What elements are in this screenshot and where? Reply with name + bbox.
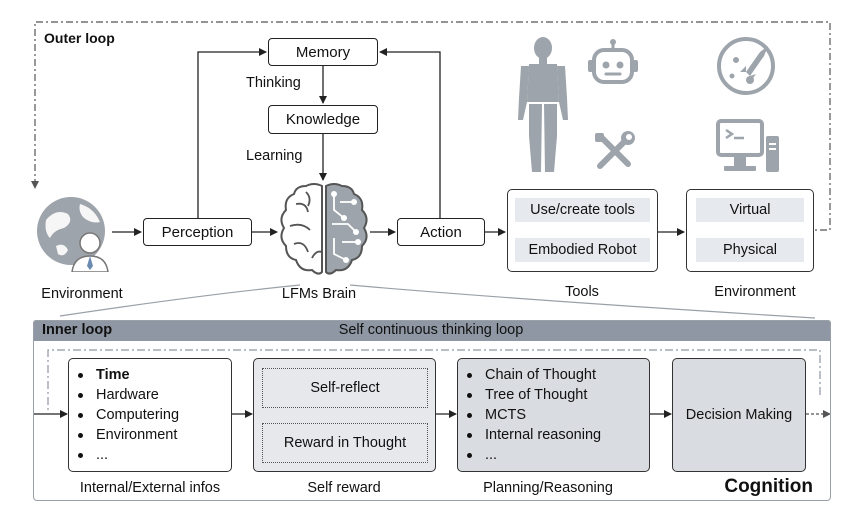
tools-item-0: Use/create tools [515,198,650,222]
planning-card [457,358,650,472]
self-reward-label: Self reward [307,480,381,496]
arrow-action-memory [379,48,441,218]
globe-person-icon [37,197,109,272]
list-item: Internal reasoning [459,425,601,445]
humanoid-robot-icon [518,37,568,172]
list-item: Computering [70,405,179,425]
list-item: Hardware [70,385,179,405]
tools-item-1: Embodied Robot [515,238,650,262]
perception-box: Perception [143,218,252,246]
self-reward-card [253,358,436,472]
inner-loop-path [47,349,821,410]
arrow-perception-memory [197,48,267,218]
learning-label: Learning [246,148,303,164]
list-item: Environment [70,425,179,445]
list-item: Tree of Thought [459,385,601,405]
environment-right-label: Environment [714,284,796,300]
brain-label: LFMs Brain [281,286,357,302]
decision-card: Decision Making [672,358,806,472]
zoom-line-right [349,284,816,319]
list-item: ... [459,445,601,465]
inner-loop-frame [33,320,831,501]
action-box: Action [397,218,485,246]
knowledge-box: Knowledge [268,105,378,134]
infos-card [68,358,232,472]
brain-circuit-icon [280,183,368,275]
environment-item-0: Virtual [696,198,804,222]
planet-rocket-icon [717,37,775,95]
list-item: ... [70,445,179,465]
list-item: MCTS [459,405,601,425]
environment-item-1: Physical [696,238,804,262]
zoom-line-left [59,284,301,317]
infos-label: Internal/External infos [79,480,221,496]
cognition-label: Cognition [724,476,813,497]
outer-loop-title: Outer loop [44,30,115,46]
tools-label: Tools [565,284,599,300]
wrench-screwdriver-icon [595,131,635,169]
reward-in-thought-box: Reward in Thought [262,423,428,463]
planning-list: Chain of Thought Tree of Thought MCTS In… [459,365,601,465]
memory-box: Memory [268,38,378,66]
list-item: Time [70,365,179,385]
inner-loop-header [33,320,831,341]
outer-loop-path [31,21,831,231]
planning-label: Planning/Reasoning [483,480,613,496]
inner-loop-title: Inner loop [42,322,113,338]
infos-list: Time Hardware Computering Environment ..… [70,365,179,465]
list-item: Chain of Thought [459,365,601,385]
robot-head-icon [588,39,638,84]
self-reflect-box: Self-reflect [262,368,428,408]
env-left-label: Environment [41,286,123,302]
desktop-computer-icon [716,119,779,172]
thinking-label: Thinking [246,75,301,91]
inner-loop-subtitle: Self continuous thinking loop [338,322,524,338]
